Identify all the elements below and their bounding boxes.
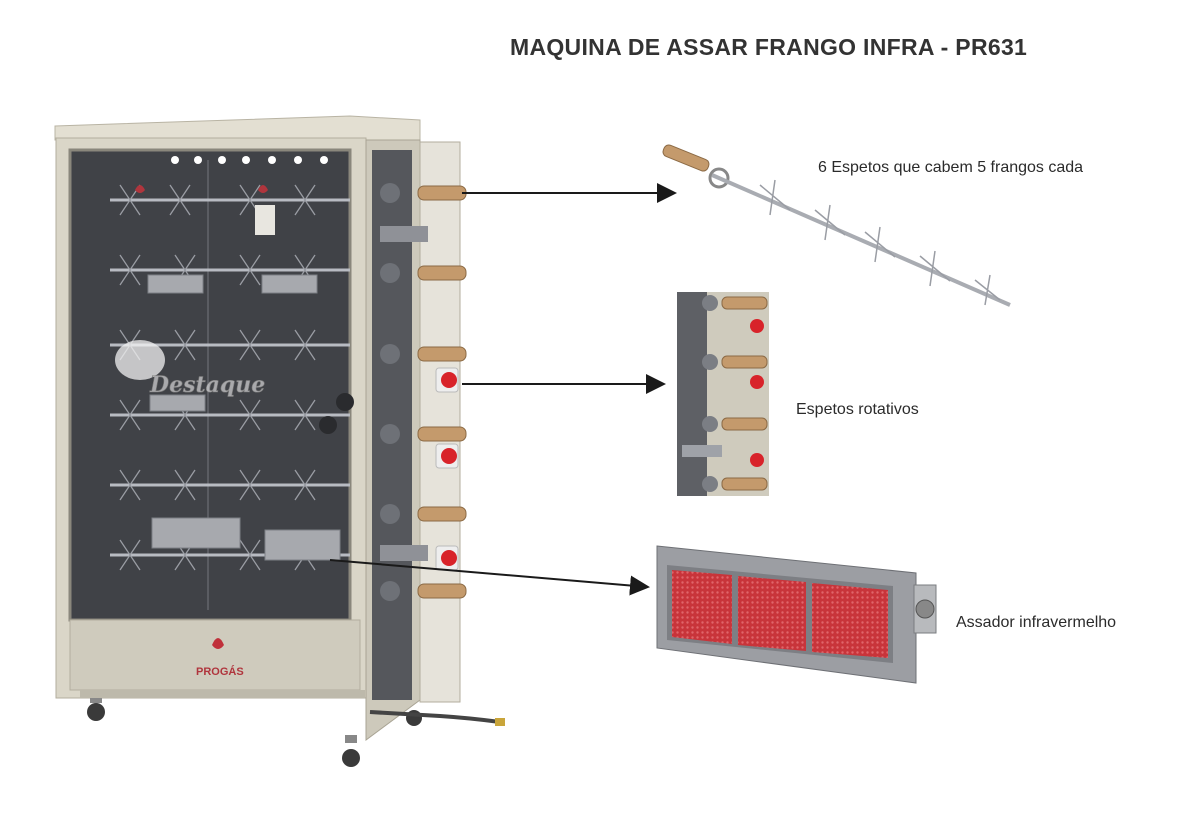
rotating-spits-detail-image	[677, 292, 769, 496]
callout-arrows	[329, 183, 677, 596]
oven-lights	[171, 156, 328, 164]
callout-rotating-label: Espetos rotativos	[796, 401, 919, 418]
brand-logo: PROGÁS	[196, 665, 244, 678]
page-title: MAQUINA DE ASSAR FRANGO INFRA - PR631	[510, 34, 1028, 60]
svg-text:Destaque: Destaque	[149, 372, 265, 398]
spit-detail-image	[662, 144, 1011, 307]
callout-infrared-label: Assador infravermelho	[956, 614, 1117, 631]
callout-spits-label: 6 Espetos que cabem 5 frangos cada	[818, 159, 1084, 176]
infrared-burner-image	[656, 545, 937, 684]
watermark: Destaque	[115, 340, 266, 398]
spit-handles	[380, 183, 467, 601]
rotisserie-machine: PROGÁS Destaque	[54, 115, 505, 767]
red-control-knobs	[435, 367, 459, 571]
